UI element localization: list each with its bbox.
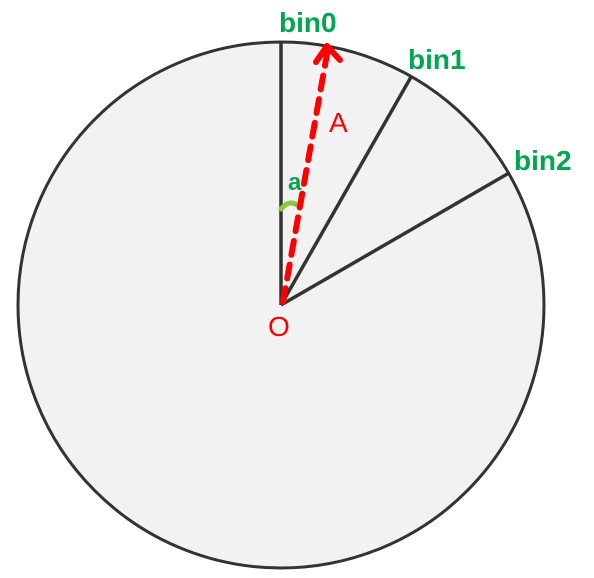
vector-a-label: A	[329, 107, 348, 138]
vector-a-arrowhead	[313, 43, 343, 65]
angle-a-label: a	[288, 169, 302, 196]
bin0-label: bin0	[279, 7, 337, 38]
bin1-boundary-line	[279, 76, 413, 306]
bin2-boundary-line	[280, 171, 510, 307]
origin-o-label: O	[268, 311, 290, 342]
bin2-label: bin2	[514, 145, 572, 176]
vector-a-arrow	[280, 51, 330, 305]
bin1-label: bin1	[408, 44, 466, 75]
